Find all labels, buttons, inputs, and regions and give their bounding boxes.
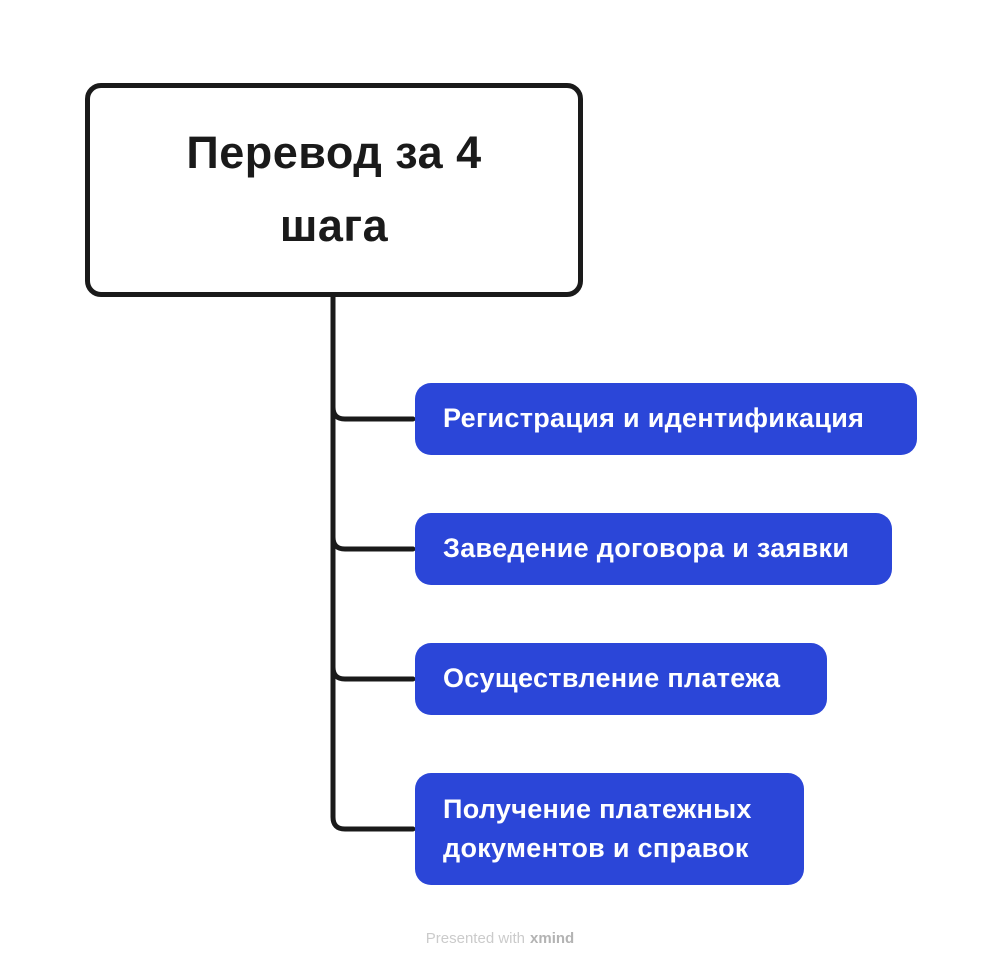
- topic-contract-application[interactable]: Заведение договора и заявки: [415, 513, 892, 585]
- topic-documents-certificates[interactable]: Получение платежных документов и справок: [415, 773, 804, 885]
- watermark: Presented with xmind: [0, 930, 1000, 947]
- topic-label: Заведение договора и заявки: [443, 533, 850, 564]
- topic-registration-identification[interactable]: Регистрация и идентификация: [415, 383, 917, 455]
- connector-branch-3: [330, 664, 416, 682]
- root-topic[interactable]: Перевод за 4 шага: [85, 83, 583, 297]
- connector-trunk: [330, 292, 416, 832]
- topic-label: Регистрация и идентификация: [443, 403, 865, 434]
- connector-branch-2: [330, 534, 416, 552]
- watermark-text: Presented with: [425, 930, 526, 947]
- connector-branch-1: [330, 404, 416, 422]
- topic-payment-execution[interactable]: Осуществление платежа: [415, 643, 827, 715]
- topic-label: Получение платежных документов и справок: [443, 793, 752, 863]
- root-topic-label: Перевод за 4 шага: [186, 127, 482, 251]
- xmind-brand-label: xmind: [530, 930, 575, 947]
- topic-label: Осуществление платежа: [443, 663, 781, 694]
